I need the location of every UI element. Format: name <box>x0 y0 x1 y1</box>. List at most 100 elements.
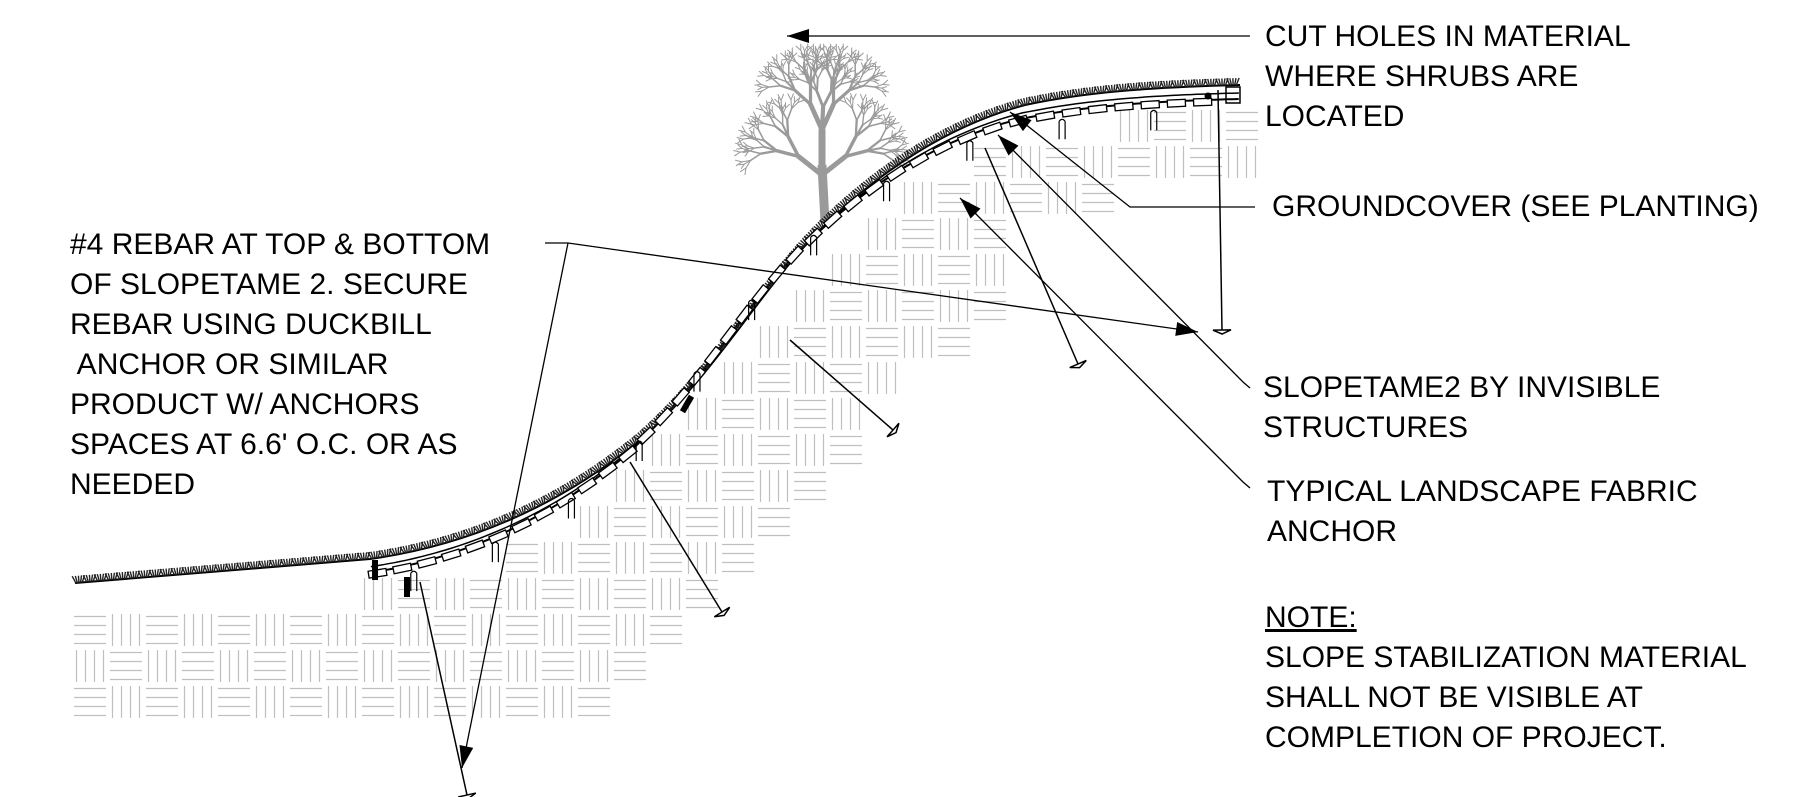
soil-hatch-tile <box>615 542 645 574</box>
tree-branch <box>836 71 838 77</box>
tree-branch <box>883 114 887 122</box>
tree-branch <box>875 112 879 117</box>
tree-branch <box>797 99 805 103</box>
tree-branch <box>747 117 752 125</box>
groundcover-plant-icon <box>1203 78 1218 87</box>
arrowhead-icon <box>1175 321 1198 336</box>
soil-hatch-tile <box>902 219 934 249</box>
soil-hatch-tile <box>974 219 1006 249</box>
tree-branch <box>779 107 784 116</box>
tree-branch <box>870 115 876 120</box>
tree-branch <box>879 70 886 76</box>
tree-branch <box>847 75 857 92</box>
soil-hatch-tile <box>578 543 610 573</box>
tree-branch <box>838 51 842 57</box>
tree-branch <box>823 52 827 59</box>
tree-branch <box>744 146 750 149</box>
tree-branch <box>847 58 857 63</box>
soil-hatch-tile <box>794 327 826 357</box>
soil-hatch-tile <box>506 543 538 573</box>
tree-branch <box>812 58 816 65</box>
tree-branch <box>898 132 904 137</box>
tree-branch <box>865 139 882 152</box>
soil-hatch-tile <box>723 362 753 394</box>
soil-hatch-tile <box>722 471 754 501</box>
tree-branch <box>757 120 760 131</box>
tree-branch <box>788 56 793 66</box>
tree-branch <box>898 135 905 138</box>
tree-branch <box>868 59 872 65</box>
tree-branch <box>741 147 750 152</box>
soil-hatch-tile <box>686 579 718 609</box>
tree-branch <box>866 105 873 110</box>
tree-branch <box>892 122 900 125</box>
tree-branch <box>825 65 829 72</box>
tree-branch <box>867 122 882 128</box>
groundcover-plant-icon <box>388 546 403 556</box>
tree-branch <box>804 46 808 52</box>
tree-branch <box>738 138 743 146</box>
tree-branch <box>765 100 770 108</box>
staple-icon <box>966 140 974 161</box>
soil-hatch-tile <box>866 327 898 357</box>
tree-branch <box>854 80 860 83</box>
tree-branch <box>767 61 773 67</box>
staple-icon <box>1058 118 1066 140</box>
slopetame-cell <box>703 345 723 367</box>
tree-branch <box>854 77 859 82</box>
tree-branch <box>862 69 867 75</box>
soil-hatch-tile <box>831 326 861 358</box>
tree-branch <box>877 103 879 110</box>
tree-branch <box>900 137 908 140</box>
tree-branch <box>755 90 763 93</box>
soil-hatch-tile <box>830 363 862 393</box>
tree-branch <box>810 49 816 55</box>
slopetame-cell <box>511 517 532 534</box>
tree-branch <box>769 114 777 128</box>
tree-branch <box>823 49 828 59</box>
tree-branch <box>891 132 897 137</box>
tree-branch <box>756 139 765 148</box>
tree-branch <box>804 58 812 61</box>
tree-branch <box>750 131 754 137</box>
groundcover-plant-icon <box>323 554 338 563</box>
tree-branch <box>896 148 903 151</box>
leader-fabric-anchor <box>959 197 1251 489</box>
groundcover-plant-icon <box>954 118 967 130</box>
soil-hatch-tile <box>218 615 250 645</box>
groundcover-plant-icon <box>964 114 977 125</box>
tree-branch <box>887 135 893 143</box>
tree-branch <box>854 124 864 138</box>
soil-hatch-tile <box>794 399 826 429</box>
tree-branch <box>888 119 895 125</box>
tree-branch <box>877 114 883 119</box>
groundcover-plant-icon <box>579 467 593 480</box>
tree-branch <box>787 49 793 55</box>
groundcover-plant-icon <box>345 552 360 561</box>
soil-hatch-tile <box>254 651 286 681</box>
soil-hatch-tile <box>650 471 682 501</box>
tree-branch <box>771 77 782 87</box>
tree-branch <box>795 45 802 51</box>
tree-branch <box>885 114 890 122</box>
tree-branch <box>805 54 812 60</box>
tree-branch <box>762 115 769 117</box>
tree-branch <box>745 159 752 169</box>
soil-hatch-tile <box>327 686 357 718</box>
tree-branch <box>797 95 801 103</box>
tree-branch <box>813 81 818 93</box>
soil-hatch-tile <box>398 579 430 609</box>
arrowhead-icon <box>1010 112 1032 132</box>
groundcover-plant-icon <box>1006 99 1020 110</box>
tree-branch <box>802 53 807 58</box>
tree-branch <box>829 78 833 94</box>
soil-hatch-tile <box>723 506 753 538</box>
tree-branch <box>838 68 844 72</box>
soil-hatch-tile <box>794 471 826 501</box>
tree-branch <box>752 117 758 122</box>
tree-branch <box>887 138 894 143</box>
tree-branch <box>861 114 865 126</box>
tree-branch <box>780 67 784 74</box>
soil-hatch-tile <box>939 218 969 250</box>
soil-hatch-tile <box>1155 146 1185 178</box>
